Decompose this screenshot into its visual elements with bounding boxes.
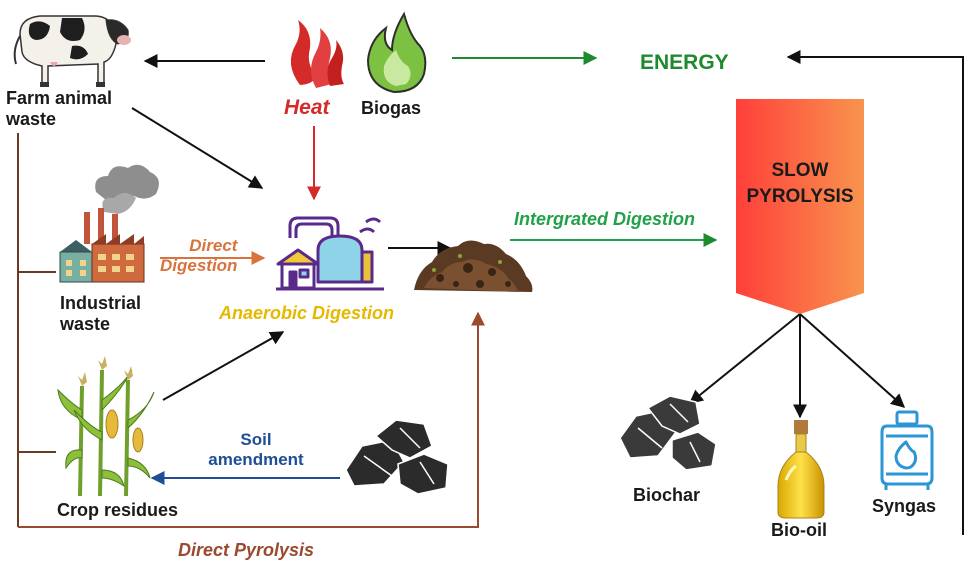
pyrolysis-output-arrows: [688, 313, 906, 419]
compost-icon: [414, 240, 533, 292]
energy-label: ENERGY: [640, 51, 729, 74]
soil-amendment-label: Soil amendment: [208, 430, 304, 469]
industrial-waste-label: Industrial waste: [60, 293, 142, 334]
green-flame-icon: [366, 11, 427, 94]
farm-animal-waste-label: Farm animal waste: [6, 88, 113, 129]
biochar-label: Biochar: [633, 485, 701, 505]
factory-icon: [59, 164, 159, 283]
corn-plant-icon: [57, 356, 155, 497]
oil-bottle-icon: [777, 420, 825, 519]
heat-label: Heat: [284, 96, 330, 119]
flame-icon: [290, 20, 344, 88]
anaerobic-digestion-label: Anaerobic Digestion: [219, 303, 395, 323]
biochar-icon: [619, 395, 717, 471]
crop-to-digester-arrow: [162, 331, 285, 401]
integrated-digestion-label: Intergrated Digestion: [514, 209, 696, 229]
digester-icon: [276, 216, 384, 291]
cow-icon: [13, 15, 131, 87]
crop-residues-label: Crop residues: [57, 500, 179, 520]
energy-return-arrow: [786, 50, 964, 535]
farm-to-digester-arrow: [131, 107, 264, 189]
charcoal-icon: [345, 419, 449, 495]
source-bracket: [17, 133, 56, 527]
syngas-label: Syngas: [872, 496, 937, 516]
direct-digestion-label: Direct Digestion: [160, 236, 238, 275]
biogas-label: Biogas: [361, 98, 422, 118]
bio-oil-label: Bio-oil: [771, 520, 827, 540]
slow-pyrolysis-label: SLOW PYROLYSIS: [746, 160, 854, 207]
slow-pyrolysis-reactor: [736, 99, 864, 314]
direct-pyrolysis-arrow: [18, 311, 485, 528]
direct-pyrolysis-label: Direct Pyrolysis: [178, 540, 315, 560]
gas-cylinder-icon: [880, 410, 934, 490]
